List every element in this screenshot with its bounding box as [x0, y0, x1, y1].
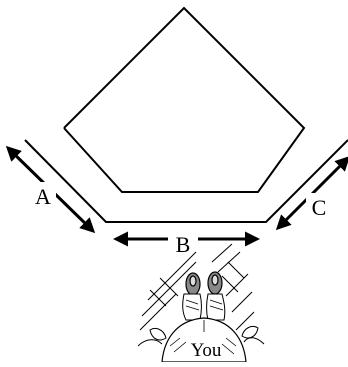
- label-b: B: [176, 232, 191, 257]
- label-a: A: [35, 184, 51, 209]
- pentagon-shape: [63, 6, 306, 193]
- label-c: C: [312, 195, 327, 220]
- base-border-line: [24, 139, 348, 223]
- label-you: You: [191, 340, 222, 361]
- viewer-person-icon: [137, 243, 265, 363]
